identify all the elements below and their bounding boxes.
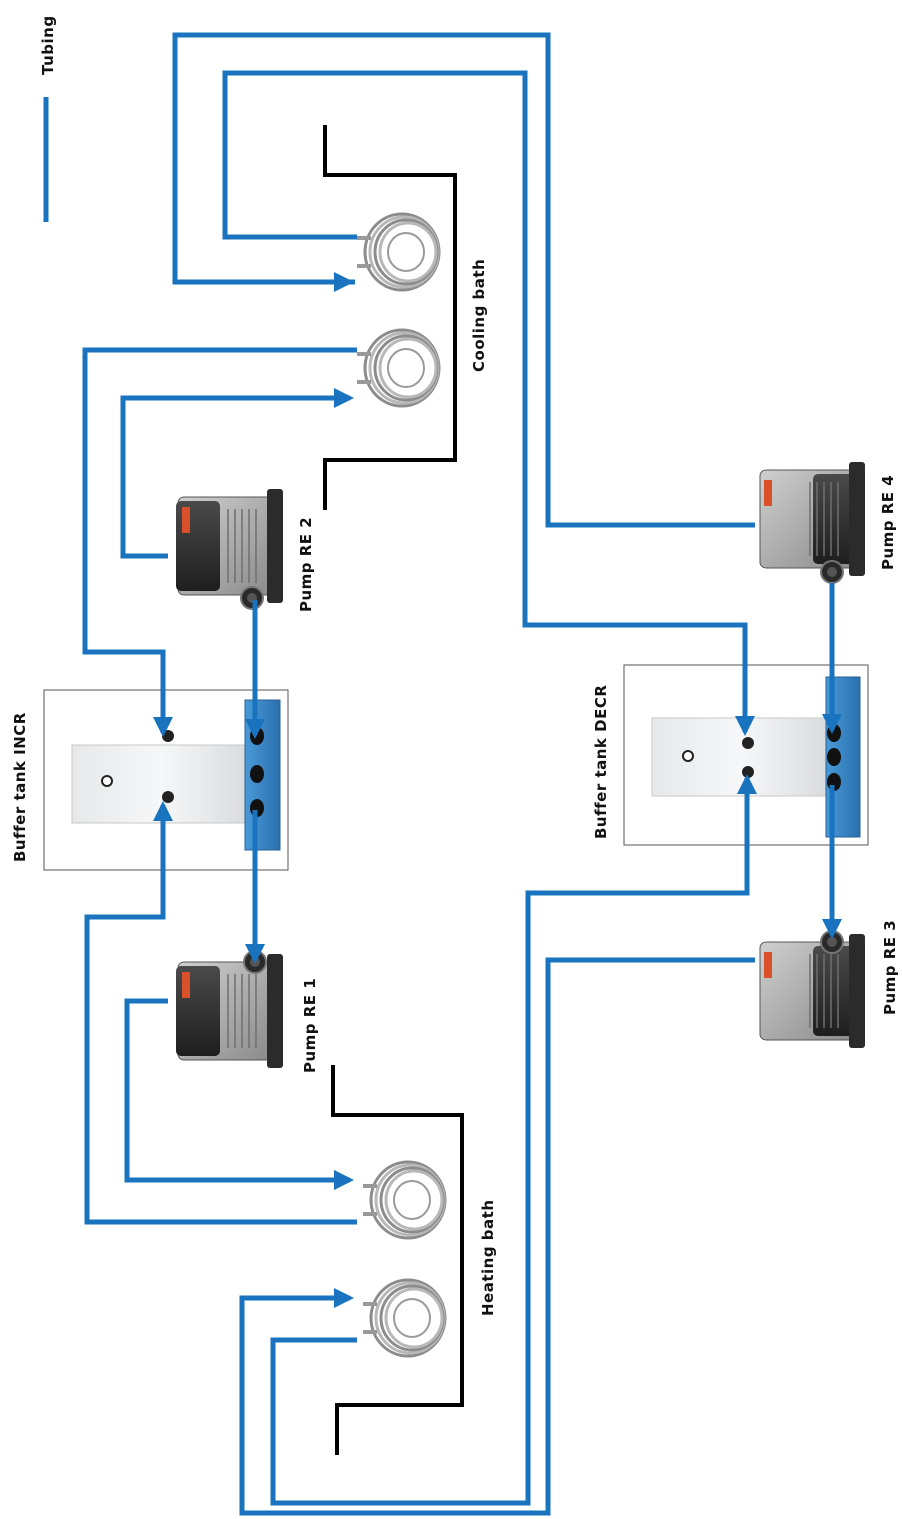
- pump-re3-label: Pump RE 3: [881, 920, 899, 1015]
- pump-re3: [760, 931, 865, 1048]
- coils: [357, 214, 445, 1356]
- buffer-tank-decr: Buffer tank DECR: [592, 665, 868, 845]
- cooling-coil-b: [357, 330, 439, 406]
- pump-re4: [760, 462, 865, 583]
- pump-re2-label: Pump RE 2: [297, 517, 315, 612]
- pump-re4-label: Pump RE 4: [879, 475, 897, 570]
- pump-re1: [176, 951, 283, 1068]
- pump-re1-label: Pump RE 1: [301, 978, 319, 1073]
- heating-bath: Heating bath: [333, 1065, 497, 1455]
- heating-coil-b: [363, 1280, 445, 1356]
- cooling-coil-a: [357, 214, 439, 290]
- cooling-bath-label: Cooling bath: [470, 259, 488, 372]
- pump-re2: [176, 489, 283, 609]
- heating-bath-label: Heating bath: [479, 1199, 497, 1316]
- tube-cooling-a-to-decr: [225, 73, 745, 732]
- legend: Tubing: [39, 15, 57, 222]
- buffer-tank-incr: Buffer tank INCR: [11, 690, 288, 870]
- buffer-tank-decr-label: Buffer tank DECR: [592, 685, 610, 839]
- legend-tubing-label: Tubing: [39, 15, 57, 75]
- tube-heating-c-to-decr: [273, 778, 747, 1503]
- cooling-bath: Cooling bath: [325, 125, 488, 510]
- buffer-tank-incr-label: Buffer tank INCR: [11, 712, 29, 862]
- heating-coil-a: [363, 1162, 445, 1238]
